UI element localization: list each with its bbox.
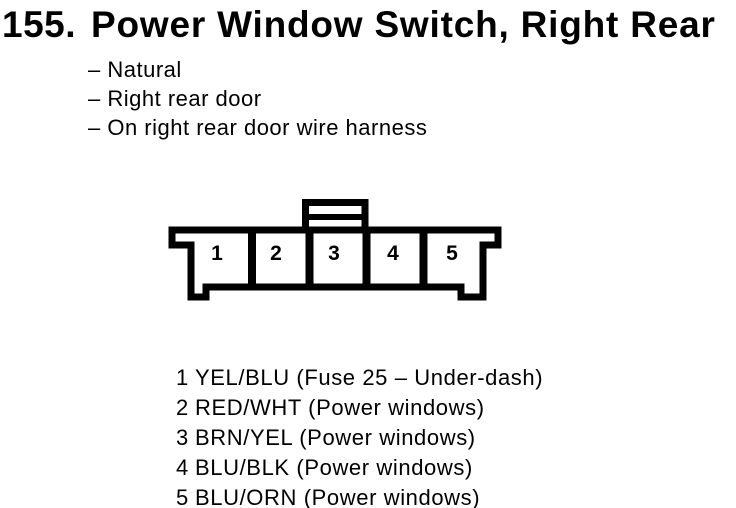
connector-outline xyxy=(168,226,502,301)
connector-diagram: 1 2 3 4 5 xyxy=(168,199,502,301)
pin-number-3: 3 xyxy=(328,242,340,265)
legend-row: 1 YEL/BLU (Fuse 25 – Under-dash) xyxy=(176,363,543,393)
note-color: – Natural xyxy=(88,57,182,82)
legend-row: 3 BRN/YEL (Power windows) xyxy=(176,423,543,453)
legend-wire-desc: BLU/ORN (Power windows) xyxy=(195,485,481,508)
legend-pin-number: 5 xyxy=(176,485,189,508)
legend-row: 2 RED/WHT (Power windows) xyxy=(176,393,543,423)
diagram-number: 155. xyxy=(2,4,77,45)
legend-row: 5 BLU/ORN (Power windows) xyxy=(176,483,543,508)
legend-wire-desc: YEL/BLU (Fuse 25 – Under-dash) xyxy=(195,365,544,390)
pin-cavity-dividers xyxy=(248,233,428,287)
wire-legend: 1 YEL/BLU (Fuse 25 – Under-dash) 2 RED/W… xyxy=(176,363,543,508)
legend-pin-number: 3 xyxy=(176,425,189,450)
legend-pin-number: 1 xyxy=(176,365,189,390)
legend-wire-desc: BLU/BLK (Power windows) xyxy=(195,455,473,480)
pin-number-1: 1 xyxy=(211,242,223,265)
pin-number-4: 4 xyxy=(387,242,399,265)
note-harness: – On right rear door wire harness xyxy=(88,115,428,140)
legend-pin-number: 2 xyxy=(176,395,189,420)
legend-row: 4 BLU/BLK (Power windows) xyxy=(176,453,543,483)
page-title: Power Window Switch, Right Rear xyxy=(91,4,716,45)
note-location: – Right rear door xyxy=(88,86,262,111)
connector-notes: – Natural – Right rear door – On right r… xyxy=(88,55,427,142)
pin-number-5: 5 xyxy=(446,242,458,265)
legend-wire-desc: RED/WHT (Power windows) xyxy=(195,395,485,420)
pin-number-2: 2 xyxy=(270,242,282,265)
legend-pin-number: 4 xyxy=(176,455,189,480)
legend-wire-desc: BRN/YEL (Power windows) xyxy=(195,425,476,450)
